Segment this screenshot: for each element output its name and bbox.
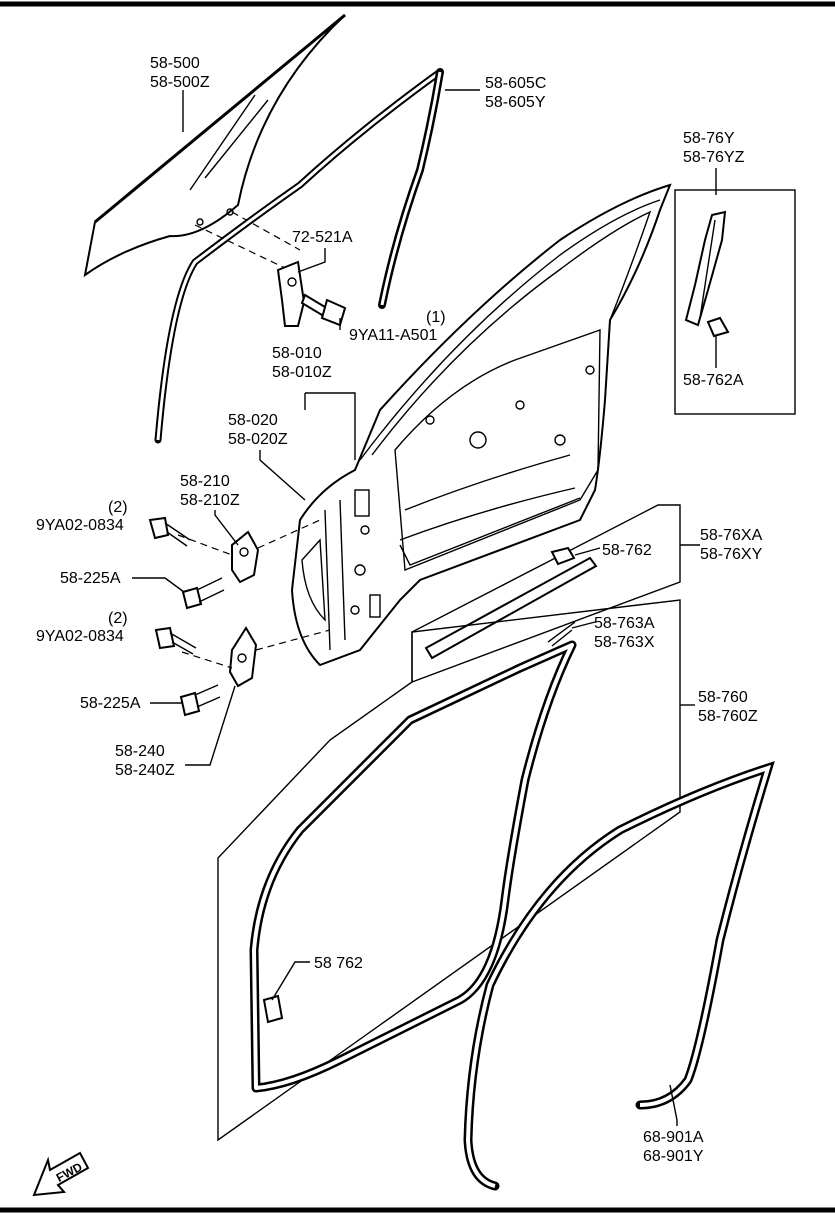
upper-hinge-bolt [148, 516, 191, 547]
label-bolt-225-lower: 58-225A [80, 695, 141, 712]
label-hinge-upper-2: 58-210Z [180, 492, 240, 509]
door-weatherstrip-box [217, 599, 681, 1142]
label-bolt-225-upper: 58-225A [60, 570, 121, 587]
label-bolt-glass-qty: (1) [426, 309, 446, 326]
label-door-shell-1: 58-010 [272, 345, 322, 362]
fwd-arrow-icon: FWD [32, 1151, 90, 1197]
weatherstrip-vertical [684, 210, 727, 327]
label-hinge-upper-1: 58-210 [180, 473, 230, 490]
label-opening-trim-1: 68-901A [643, 1129, 704, 1146]
label-clip-middle: 58-762 [602, 542, 652, 559]
label-bolt-hinge-upper: 9YA02-0834 [36, 517, 124, 534]
label-door-shell-2: 58-010Z [272, 364, 332, 381]
belt-molding [424, 556, 598, 660]
label-weatherstrip-door-2: 58-760Z [698, 708, 758, 725]
label-weatherstrip-vertical-1: 58-76Y [683, 130, 735, 147]
callout-labels: 58-500 58-500Z 58-605C 58-605Y 58-76Y 58… [36, 55, 763, 1165]
clip-upper [706, 316, 730, 338]
label-molding-seal-1: 58-763A [594, 615, 655, 632]
lower-hinge-guide [181, 629, 331, 669]
label-molding-seal-2: 58-763X [594, 634, 655, 651]
label-hinge-lower-2: 58-240Z [115, 762, 175, 779]
weatherstrip-vertical-box [674, 189, 796, 415]
glass-bracket [276, 260, 306, 327]
molding-seal [547, 621, 576, 647]
door-weatherstrip [249, 640, 577, 1093]
front-glass-run [154, 68, 444, 444]
label-bolt-glass: 9YA11-A501 [349, 327, 437, 344]
door-glass [83, 13, 346, 278]
label-glass-2: 58-500Z [150, 74, 210, 91]
upper-hinge-guide [177, 519, 321, 556]
label-door-panel-2: 58-020Z [228, 431, 288, 448]
label-glass-channel-2: 58-605Y [485, 94, 546, 111]
label-weatherstrip-vertical-2: 58-76YZ [683, 149, 745, 166]
label-glass-bracket: 72-521A [292, 229, 353, 246]
label-bolt-hinge-lower: 9YA02-0834 [36, 628, 124, 645]
door-shell [290, 183, 672, 667]
lower-hinge [228, 626, 258, 688]
label-weatherstrip-door-1: 58-760 [698, 689, 748, 706]
label-clip-lower: 58 762 [314, 955, 363, 972]
lower-hinge-bolt [154, 626, 197, 655]
leader-lines [132, 89, 717, 1126]
clip-lower [262, 994, 284, 1024]
glass-bolt [300, 293, 347, 327]
upper-hinge [231, 530, 260, 584]
clip-middle [550, 546, 576, 566]
lower-bolt-225 [179, 684, 221, 717]
label-bolt-hinge-upper-qty: (2) [108, 499, 128, 516]
label-glass-channel-1: 58-605C [485, 75, 546, 92]
upper-bolt-225 [181, 577, 225, 610]
label-door-panel-1: 58-020 [228, 412, 278, 429]
opening-trim [463, 761, 775, 1191]
label-opening-trim-2: 68-901Y [643, 1148, 704, 1165]
label-bolt-hinge-lower-qty: (2) [108, 610, 128, 627]
label-belt-molding-1: 58-76XA [700, 527, 763, 544]
label-clip-upper: 58-762A [683, 372, 744, 389]
label-hinge-lower-1: 58-240 [115, 743, 165, 760]
label-belt-molding-2: 58-76XY [700, 546, 763, 563]
label-glass-1: 58-500 [150, 55, 200, 72]
glass-bracket-guide [194, 211, 301, 269]
